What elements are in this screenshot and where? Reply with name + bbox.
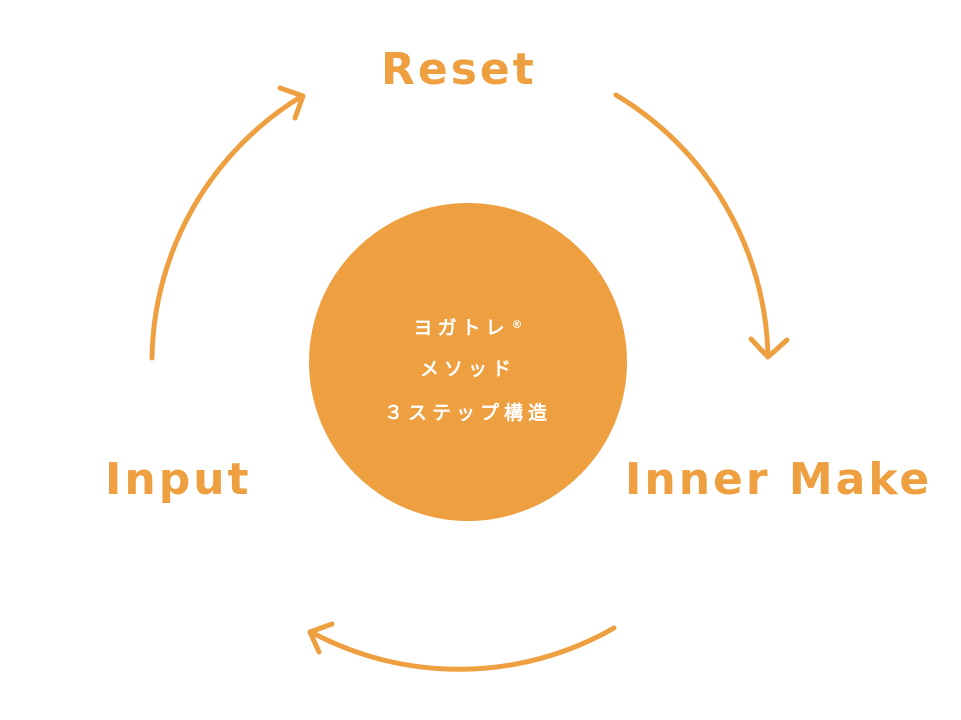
center-title-line-3: ３ステップ構造 (383, 402, 552, 424)
center-title-line-2: メソッド (419, 358, 516, 380)
step-label-inner-make: Inner Make (625, 454, 933, 505)
arrow-inner-make-to-input-icon (307, 621, 617, 672)
center-circle (309, 203, 627, 521)
center-title-brand: ヨガトレ (413, 317, 510, 339)
step-label-reset: Reset (381, 44, 537, 95)
center-title-line-1: ヨガトレ® (309, 303, 627, 347)
arrow-reset-to-inner-make-icon (613, 92, 790, 360)
registered-trademark-mark: ® (511, 318, 523, 331)
center-title: ヨガトレ® メソッド ３ステップ構造 (309, 303, 627, 435)
arrow-input-to-reset-icon (149, 85, 306, 361)
step-label-input: Input (105, 454, 252, 505)
